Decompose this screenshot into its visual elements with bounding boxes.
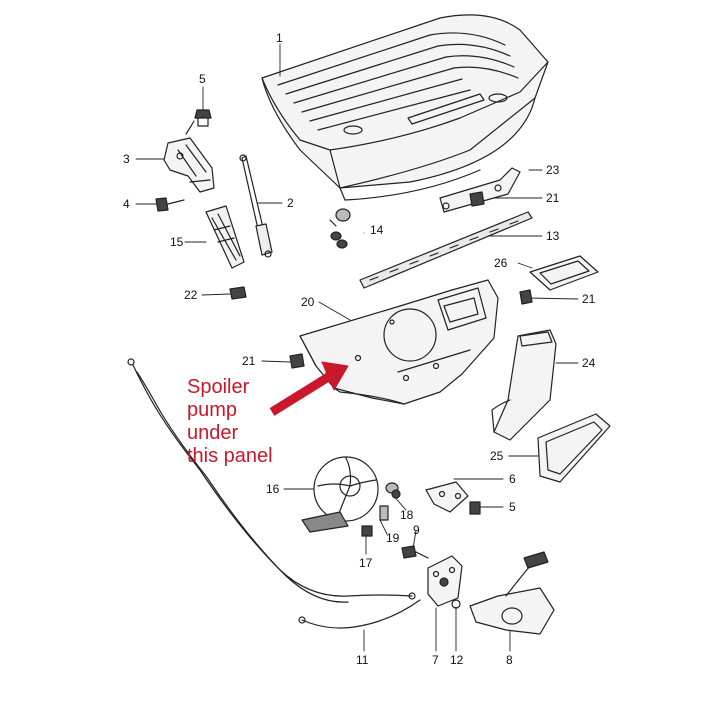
- fan-part-16: [301, 456, 379, 533]
- callout-11: 11: [356, 653, 369, 667]
- bracket-part-23: [439, 167, 521, 213]
- bolt-part-19: [379, 505, 389, 521]
- bolt-part-5-top: [185, 109, 212, 135]
- red-arrow: [269, 361, 349, 416]
- annotation-line-1: Spoiler: [187, 376, 250, 398]
- spoiler-pump-annotation: Spoiler pump under this panel: [187, 376, 273, 468]
- leader-lines: [135, 43, 579, 652]
- cable-part-11: [127, 358, 421, 629]
- callout-6: 6: [509, 472, 516, 486]
- annotation-line-3: under: [187, 422, 239, 444]
- hinge-part-3: [163, 137, 215, 193]
- callout-22: 22: [184, 288, 198, 302]
- callout-7: 7: [432, 653, 439, 667]
- bracket-part-6: [425, 481, 469, 513]
- engine-lid-grille: [261, 14, 549, 201]
- frame-part-26: [529, 255, 599, 291]
- plate-part-15: [205, 205, 245, 269]
- callout-26: 26: [494, 256, 508, 270]
- callout-3: 3: [123, 152, 130, 166]
- callout-5-top: 5: [199, 72, 206, 86]
- callout-8: 8: [506, 653, 513, 667]
- callout-14: 14: [370, 223, 384, 237]
- bolt-part-22: [229, 286, 247, 300]
- callout-21-left: 21: [242, 354, 256, 368]
- callout-4: 4: [123, 197, 130, 211]
- duct-part-24: [491, 329, 557, 441]
- callout-24: 24: [582, 356, 596, 370]
- callout-23: 23: [546, 163, 560, 177]
- callout-5-lower: 5: [509, 500, 516, 514]
- callout-21-mid: 21: [582, 292, 596, 306]
- gasket-part-25: [537, 413, 611, 483]
- callout-16: 16: [266, 482, 280, 496]
- actuator-part-8: [469, 551, 555, 635]
- callout-1: 1: [276, 31, 283, 45]
- seal-strip-part-13: [359, 211, 533, 289]
- bolt-part-21-mid: [519, 289, 533, 305]
- callout-25: 25: [490, 449, 504, 463]
- callout-21-upper: 21: [546, 191, 560, 205]
- callout-17: 17: [359, 556, 373, 570]
- callout-20: 20: [301, 295, 315, 309]
- callout-13: 13: [546, 229, 560, 243]
- bushings-part-14: [329, 208, 351, 249]
- bolt-part-4: [155, 197, 185, 212]
- bolt-part-5-lower: [469, 501, 481, 515]
- callout-2: 2: [287, 196, 294, 210]
- callout-9: 9: [413, 523, 420, 537]
- bolt-part-9: [401, 545, 429, 559]
- latch-part-7: [427, 555, 463, 607]
- panel-part-20: [299, 279, 499, 405]
- bolt-part-21-upper: [469, 191, 485, 207]
- callout-12: 12: [450, 653, 464, 667]
- callout-18: 18: [400, 508, 414, 522]
- callout-15: 15: [170, 235, 184, 249]
- washer-part-12: [451, 599, 461, 609]
- bolt-part-17: [361, 525, 373, 537]
- annotation-line-4: this panel: [187, 445, 273, 467]
- bolt-part-21-left: [289, 353, 305, 369]
- callout-19: 19: [386, 531, 400, 545]
- annotation-line-2: pump: [187, 399, 238, 421]
- gas-strut-part-2: [239, 154, 273, 258]
- bushing-part-18: [385, 482, 401, 499]
